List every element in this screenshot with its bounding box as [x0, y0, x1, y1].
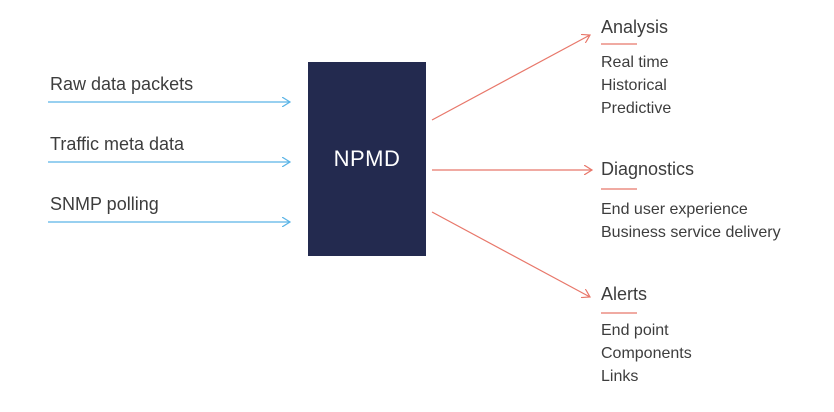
- alerts-item-end-point: End point: [601, 322, 669, 339]
- alerts-item-components: Components: [601, 345, 692, 362]
- alerts-item-links: Links: [601, 368, 639, 385]
- output-arrow-alerts: [431, 211, 590, 297]
- diagnostics-item-end-user: End user experience: [601, 201, 748, 218]
- alerts-title: Alerts: [601, 284, 648, 304]
- input-label-snmp: SNMP polling: [50, 194, 159, 214]
- diagnostics-title: Diagnostics: [601, 159, 695, 179]
- analysis-item-predictive: Predictive: [601, 100, 672, 117]
- analysis-title: Analysis: [601, 17, 669, 37]
- analysis-item-historical: Historical: [601, 77, 667, 94]
- output-arrow-analysis: [431, 35, 590, 121]
- npmd-box: NPMD: [308, 62, 426, 256]
- input-label-raw-data: Raw data packets: [50, 74, 194, 94]
- diagnostics-item-business-service: Business service delivery: [601, 224, 781, 241]
- npmd-label: NPMD: [333, 146, 401, 171]
- analysis-item-real-time: Real time: [601, 54, 669, 71]
- input-label-traffic-meta: Traffic meta data: [50, 134, 185, 154]
